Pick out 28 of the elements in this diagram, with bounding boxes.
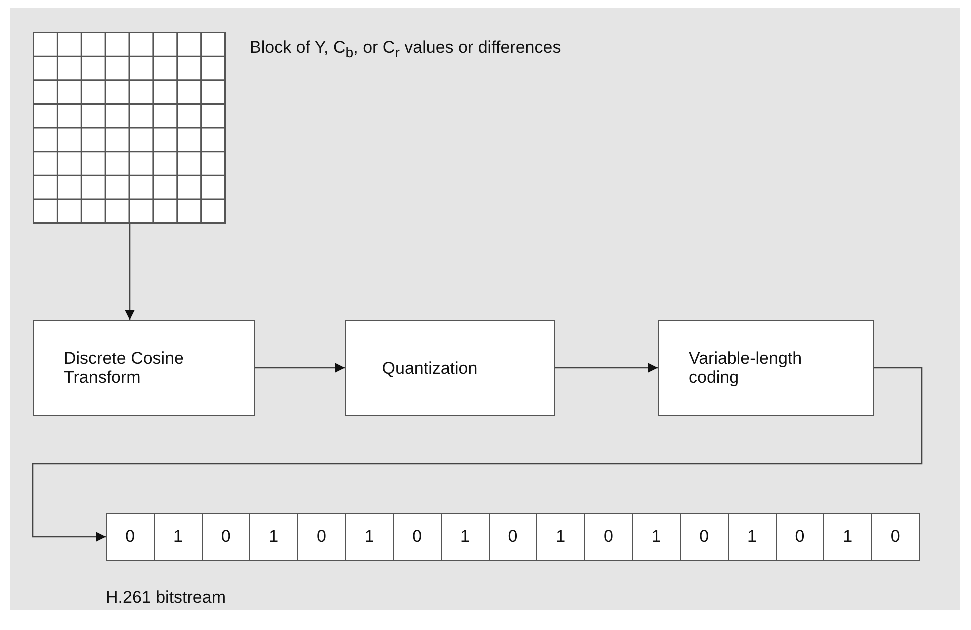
bit-value: 1 (632, 514, 680, 560)
bit-value: 1 (440, 514, 489, 560)
bit-value: 0 (202, 514, 250, 560)
bit-value: 1 (536, 514, 584, 560)
arrow (125, 224, 135, 320)
bit-value: 0 (124, 526, 136, 548)
bit-value: 1 (728, 514, 776, 560)
bit-value: 0 (488, 514, 536, 560)
bit-value: 1 (154, 514, 202, 560)
bit-value: 0 (871, 514, 920, 560)
bit-value: 1 (823, 514, 872, 560)
arrow (32, 367, 923, 542)
bit-value: 0 (297, 514, 346, 560)
bit-value: 0 (584, 514, 632, 560)
bit-value: 0 (392, 514, 441, 560)
bit-value: 0 (776, 514, 824, 560)
bitstream-bar (106, 513, 920, 561)
process-box: Variable-length coding (658, 320, 874, 416)
process-box: Quantization (345, 320, 555, 416)
arrow (255, 363, 345, 373)
arrow (555, 363, 658, 373)
bit-value: 1 (345, 514, 393, 560)
node-label: Block of Y, C$_{b}$, or C$_{r}$ values or differences (250, 38, 562, 62)
bit-value: 1 (249, 514, 298, 560)
process-box: Discrete Cosine Transform (33, 320, 255, 416)
node-label: H.261 bitstream (106, 588, 226, 608)
grid-drawing (33, 32, 226, 224)
bit-value: 0 (680, 514, 728, 560)
